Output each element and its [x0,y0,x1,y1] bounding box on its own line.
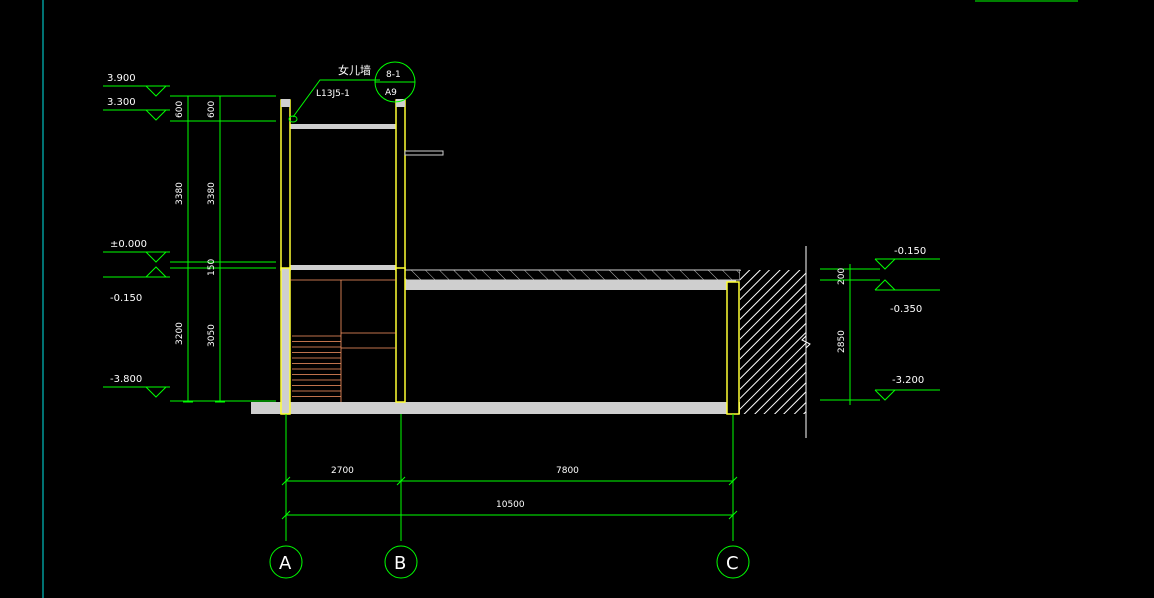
dim-bottom-7800: 7800 [556,466,579,476]
parapet-label: 女儿墙 [338,63,371,77]
level-0000: ±0.000 [110,239,147,250]
wall-axis-b-upper [395,99,406,271]
level-3300: 3.300 [107,97,136,108]
dim-bottom-2700: 2700 [331,466,354,476]
axis-b-label: B [394,553,406,574]
wall-axis-a-upper [280,99,291,271]
detail-top-text: 8-1 [386,70,401,80]
dim-right-2850: 2850 [837,330,847,353]
soil-hatch [740,270,806,414]
parapet-note: 女儿墙 L13J5-1 8-1 A9 [288,61,416,123]
dim-right-200: 200 [837,268,847,285]
dim-total-10500: 10500 [496,500,525,510]
building-section [251,99,811,438]
axis-a-label: A [279,553,292,574]
roof-fill-hatch [403,269,741,281]
parapet-code: L13J5-1 [316,89,350,99]
canopy [404,150,444,156]
basement-roof-slab [404,280,736,290]
ground-slab [251,402,767,414]
dim-outer-3200: 3200 [175,322,185,345]
roof-slab [282,124,404,129]
dim-inner-600: 600 [207,101,217,118]
leader-dot [288,115,298,123]
level-3900: 3.900 [107,73,136,84]
dim-inner-3380: 3380 [207,182,217,205]
dim-outer-3380: 3380 [175,182,185,205]
dim-inner-150: 150 [207,259,217,276]
right-level-markers [820,258,940,405]
right-level-minus-0350: -0.350 [890,304,922,315]
axis-a-circle [269,545,303,579]
axis-bubbles: A B C [269,545,750,579]
axis-c-circle [716,545,750,579]
right-level-minus-3200: -3.200 [892,375,924,386]
level-minus-3800: -3.800 [110,374,142,385]
stair [290,279,396,402]
dim-inner-3050: 3050 [207,324,217,347]
soil-break-mark [801,335,811,349]
left-dimension-lines [183,95,225,403]
bottom-dimension-lines [281,414,738,541]
axis-c-label: C [726,553,739,574]
dim-outer-600: 600 [175,101,185,118]
axis-b-circle [384,545,418,579]
leader-line [292,79,380,118]
wall-axis-b-lower [395,267,406,403]
floor-slab [282,265,404,270]
right-level-minus-0150: -0.150 [894,246,926,257]
parapet-cap-a [281,99,290,107]
stair-treads [292,335,341,397]
parapet-cap-b [396,99,405,107]
level-minus-0150: -0.150 [110,293,142,304]
wall-axis-c [726,281,740,415]
wall-axis-a-lower [280,267,291,415]
detail-bottom-text: A9 [385,88,397,98]
